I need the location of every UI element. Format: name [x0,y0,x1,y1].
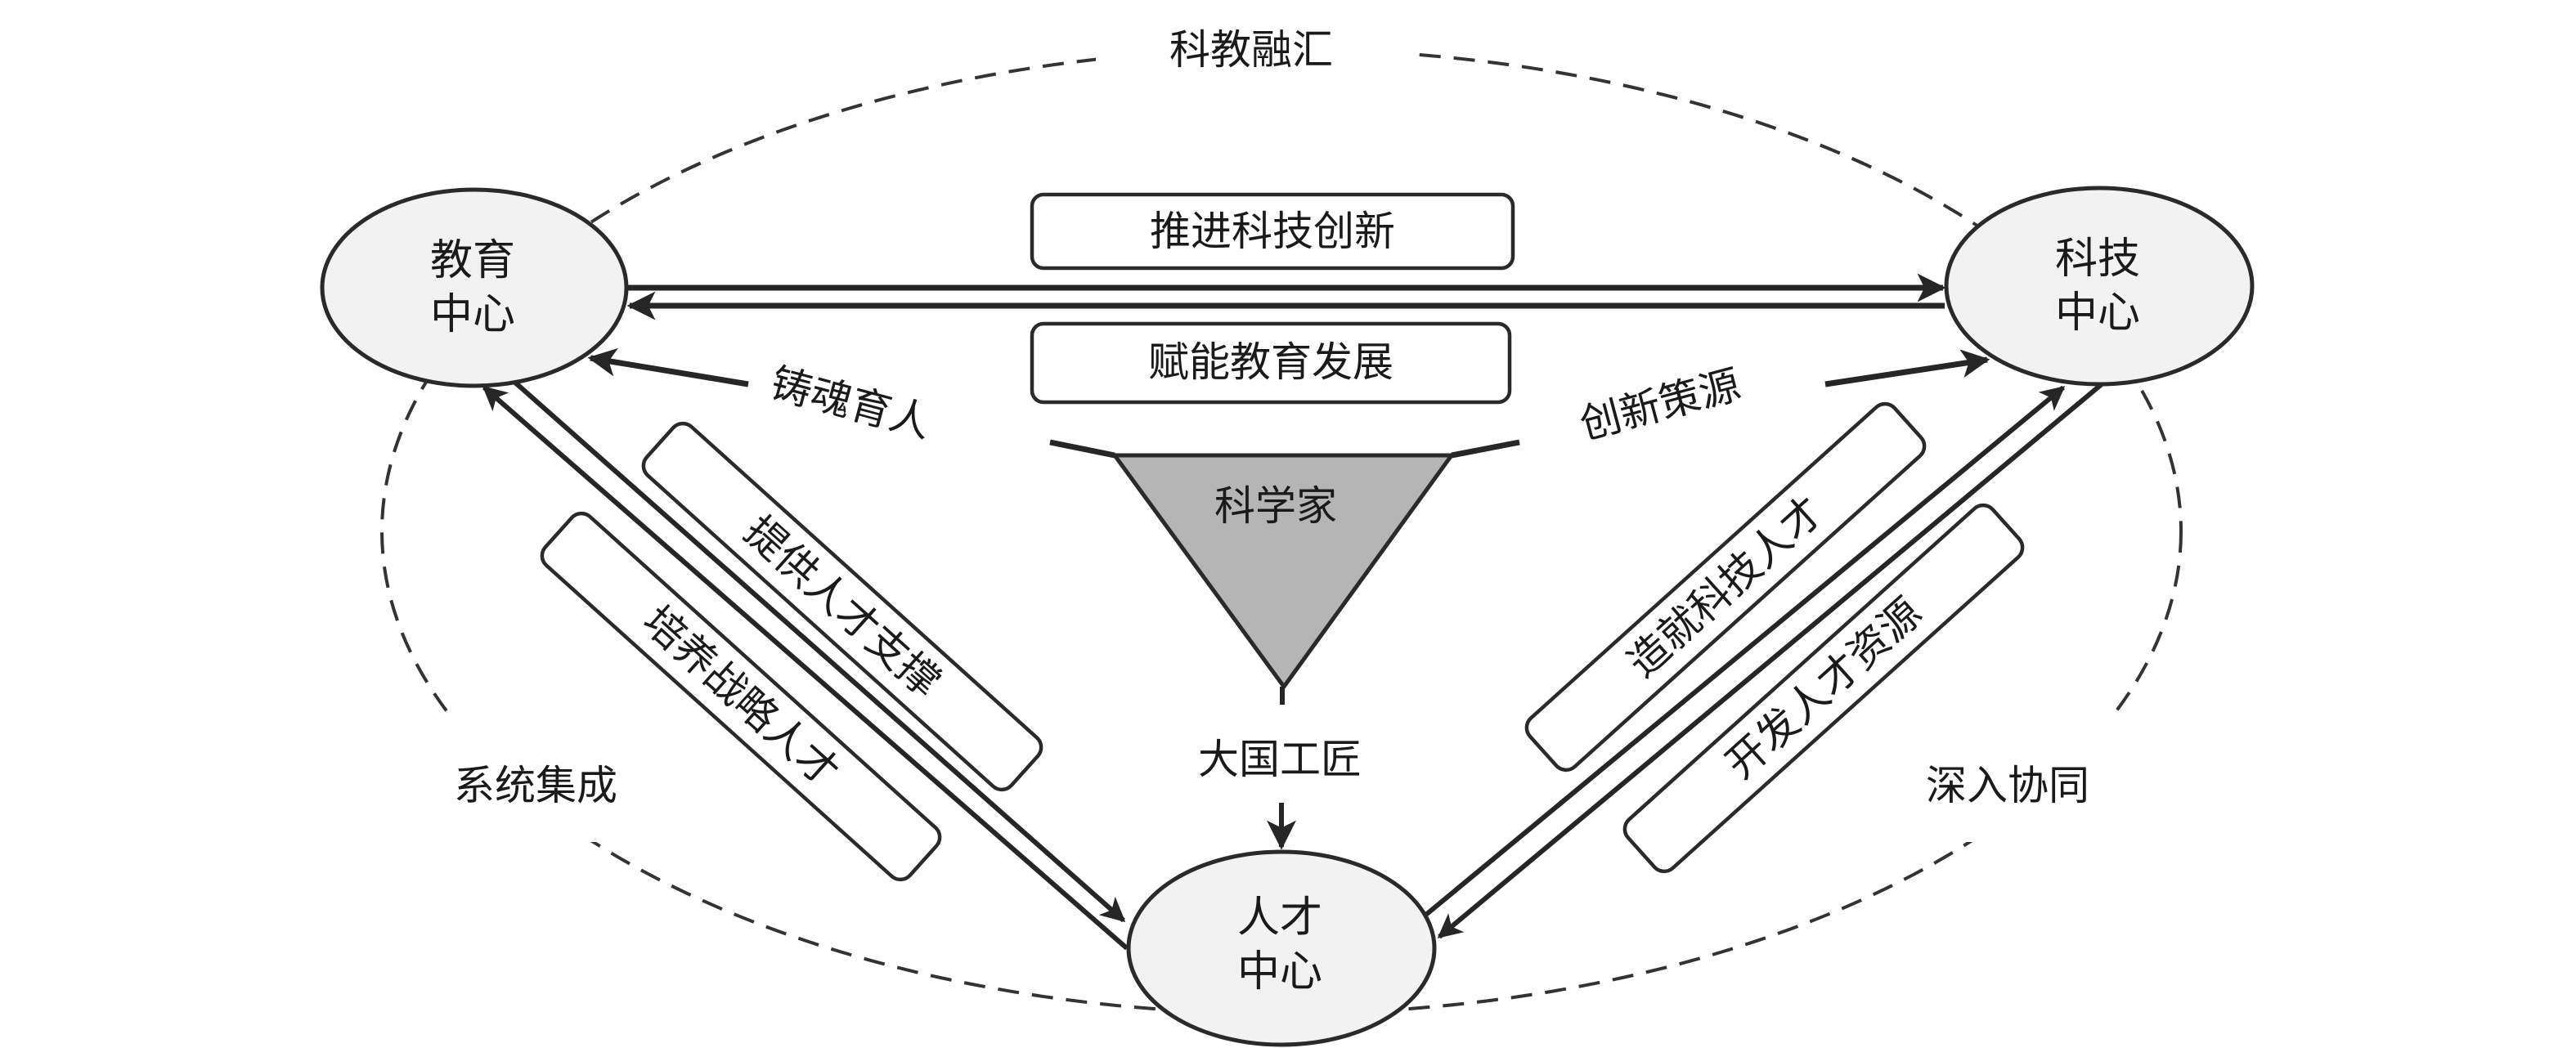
arrow-edu-to-talent [514,380,1126,923]
arrow-innovation-to-sci [1824,349,1990,387]
node-science-line1: 科技 [2055,235,2140,284]
node-talent-line2: 中心 [1237,947,1322,996]
node-science-line2: 中心 [2055,289,2140,338]
box-sci-to-edu: 赋能教育发展 [1030,321,1512,405]
triangle-wing-left [1049,439,1115,459]
ring-label-top-bg [1096,16,1407,82]
node-talent-line1: 人才 [1237,893,1322,943]
scientist-label: 科学家 [1214,482,1337,530]
ring-label-top: 科教融汇 [1169,26,1333,74]
ring-label-left: 系统集成 [454,762,617,809]
node-education-line2: 中心 [430,290,515,339]
arrow-talent-to-sci [1421,385,2066,920]
label-soul-cultivation: 铸魂育人 [765,359,936,447]
ring-label-right: 深入协同 [1926,762,2089,809]
node-education-line1: 教育 [430,236,515,285]
node-talent-center: 人才 中心 [1126,849,1437,1047]
ring-label-right-bg [1881,719,2151,842]
box-talent-support: 提供人才支撑 [641,421,1043,792]
ring-label-left-bg [401,719,671,842]
arrow-talent-to-edu [482,385,1129,951]
box-sci-tech-talent-label: 造就科技人才 [1618,487,1833,687]
box-sci-tech-talent: 造就科技人才 [1524,401,1927,773]
arrow-sci-to-talent [1437,382,2103,939]
label-innovation-source: 创新策源 [1575,361,1745,449]
box-edu-to-sci: 推进科技创新 [1030,192,1515,271]
scientist-triangle [1111,453,1456,691]
box-sci-to-edu-label: 赋能教育发展 [1148,338,1393,386]
craftsman-label: 大国工匠 [1198,736,1362,783]
triangle-wing-right [1451,439,1520,459]
arrow-soul-to-edu [587,347,749,387]
node-science-center: 科技 中心 [1944,186,2255,387]
box-edu-to-sci-label: 推进科技创新 [1150,208,1395,255]
node-education-center: 教育 中心 [320,187,629,388]
